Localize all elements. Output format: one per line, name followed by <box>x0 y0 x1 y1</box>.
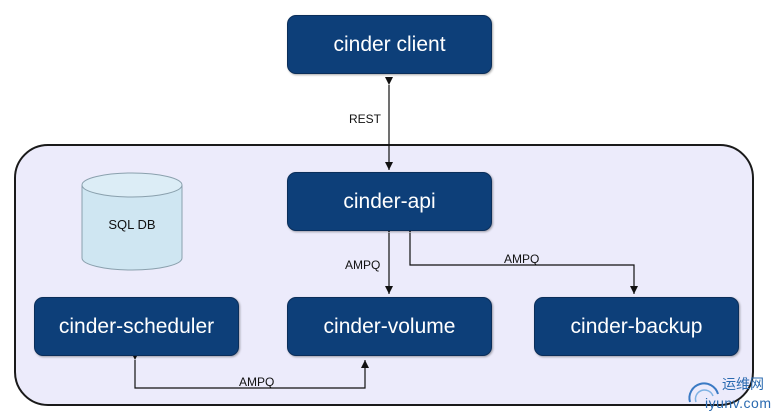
cinder-volume-node: cinder-volume <box>287 297 492 356</box>
watermark-logo-icon <box>688 382 719 403</box>
cinder-api-node: cinder-api <box>287 172 492 231</box>
edge-scheduler-volume <box>131 352 369 389</box>
cinder-backup-node: cinder-backup <box>534 297 739 356</box>
edge-api-backup <box>406 225 638 294</box>
edge-label-scheduler-volume: AMPQ <box>239 375 275 389</box>
edge-label-rest: REST <box>349 112 382 126</box>
cinder-client-node: cinder client <box>287 15 492 74</box>
edge-label-api-backup: AMPQ <box>504 252 540 266</box>
cinder-scheduler-node: cinder-scheduler <box>34 297 239 356</box>
edge-label-api-volume: AMPQ <box>345 258 381 272</box>
watermark-text-en: iyunv.com <box>705 395 772 411</box>
sql-db-cylinder <box>81 172 183 271</box>
sql-db-label: SQL DB <box>108 217 156 232</box>
watermark-text-cn: 运维网 <box>722 376 764 392</box>
